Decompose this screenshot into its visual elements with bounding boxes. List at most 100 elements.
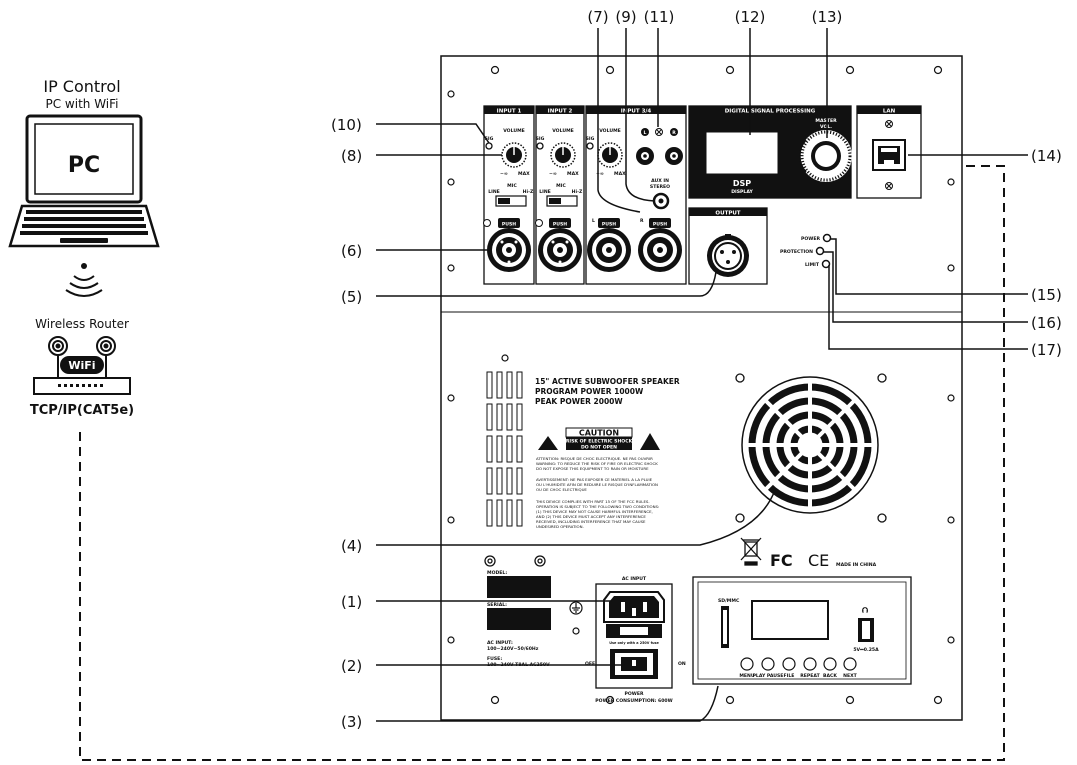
input-2-title: INPUT 2 — [548, 109, 573, 115]
callout-16: (16) — [1031, 314, 1062, 332]
input-3-label-l: L — [592, 218, 595, 224]
lan-title: LAN — [883, 109, 896, 115]
master-volume-knob[interactable] — [799, 130, 852, 182]
limit-led-label: LIMIT — [805, 262, 820, 268]
input-2-sig-label: SIG — [536, 136, 545, 142]
aux-in-label: AUX IN — [651, 178, 669, 184]
input-1-title: INPUT 1 — [497, 109, 522, 115]
callout-14: (14) — [1031, 147, 1062, 165]
input-3-4-volume-knob[interactable] — [597, 142, 623, 168]
rj45-ethernet-port[interactable] — [872, 139, 906, 171]
input-2-mode-switch[interactable] — [546, 195, 578, 207]
media-buttons — [740, 657, 857, 671]
input-2-combo-jack[interactable]: PUSH — [535, 218, 583, 272]
input-3-combo-jack[interactable]: PUSH — [587, 218, 631, 272]
media-player-module: SD/MMC ⮉ 5V⎓0.25A MENU PLAY PAUSE FILE R… — [692, 576, 912, 685]
input-2-volume-knob[interactable] — [550, 142, 576, 168]
spec-text-block: 15" ACTIVE SUBWOOFER SPEAKER PROGRAM POW… — [535, 377, 680, 529]
input-2-line-label: LINE — [539, 189, 551, 195]
input-3-push-label: PUSH — [602, 222, 616, 228]
keyboard-icon — [20, 210, 148, 243]
callout-10: (10) — [331, 116, 362, 134]
spec-line-2: PROGRAM POWER 1000W — [535, 387, 644, 396]
media-display-screen — [751, 600, 829, 640]
repeat-button[interactable] — [803, 657, 817, 671]
power-led-label: POWER — [801, 236, 820, 242]
input-3-4-sig-label: SIG — [586, 136, 595, 142]
warning-line-1: ATTENTION: RISQUE DE CHOC ELECTRIQUE. NE… — [536, 456, 653, 461]
exclamation-warning-icon — [640, 433, 660, 450]
output-title: OUTPUT — [715, 211, 740, 217]
ac-input-label: AC INPUT: — [487, 640, 513, 646]
input-1-push-label: PUSH — [502, 222, 516, 228]
fcc-line-3: (1) THIS DEVICE MAY NOT CAUSE HARMFUL IN… — [536, 509, 653, 514]
input-3-4-volume-label: VOLUME — [599, 128, 621, 134]
ip-control-block: IP Control PC with WiFi PC Wireless Rout… — [8, 77, 160, 418]
input-1-combo-jack[interactable]: PUSH — [483, 218, 532, 272]
certification-marks: FC CE MADE IN CHINA — [740, 537, 877, 570]
master-label: MASTER — [815, 118, 837, 124]
output-module: OUTPUT — [688, 207, 768, 285]
master-vol-label: VOL. — [820, 124, 832, 130]
input-4-combo-jack[interactable]: PUSH — [638, 218, 682, 272]
input-2-hiz-label: Hi-Z — [572, 189, 583, 195]
callout-1: (1) — [341, 593, 362, 611]
router-icon: WiFi — [33, 336, 131, 395]
ac-input-value: 100~240V~50/60Hz — [487, 646, 539, 652]
input-1-sig-label: SIG — [485, 136, 494, 142]
output-xlr-jack[interactable] — [707, 234, 749, 277]
input-3-4-min-label: −∞ — [596, 172, 604, 177]
play-pause-button[interactable] — [761, 657, 775, 671]
callout-4: (4) — [341, 537, 362, 555]
rca-right-jack[interactable]: R — [665, 128, 683, 165]
model-plate — [487, 576, 551, 598]
callout-7: (7) — [587, 8, 608, 26]
dsp-module: DIGITAL SIGNAL PROCESSING DSP DISPLAY MA… — [688, 105, 852, 199]
input-3-4-signal-led — [586, 142, 594, 150]
dsp-header-label: DIGITAL SIGNAL PROCESSING — [725, 109, 816, 115]
limit-led — [821, 259, 831, 269]
pc-screen-label: PC — [68, 153, 100, 178]
tcp-ip-label: TCP/IP(CAT5e) — [30, 403, 134, 418]
serial-label: SERIAL: — [487, 602, 507, 608]
usb-rating-label: 5V⎓0.25A — [853, 647, 879, 653]
lan-module: LAN — [856, 105, 922, 199]
input-2-min-label: −∞ — [549, 172, 557, 177]
rca-left-label: L — [644, 130, 647, 136]
aux-in-stereo-jack[interactable] — [652, 192, 670, 210]
rca-left-jack[interactable]: L — [636, 128, 654, 165]
power-rocker-switch[interactable] — [610, 649, 658, 679]
spec-line-1: 15" ACTIVE SUBWOOFER SPEAKER — [535, 377, 680, 386]
input-2-module: INPUT 2 VOLUME SIG −∞ MAX MIC LINE Hi-Z … — [535, 105, 585, 285]
menu-button[interactable] — [740, 657, 754, 671]
input-1-min-label: −∞ — [500, 172, 508, 177]
sdmmc-label: SD/MMC — [718, 598, 740, 604]
callout-3: (3) — [341, 713, 362, 731]
dsp-display-label: DISPLAY — [731, 189, 753, 195]
dsp-label: DSP — [733, 179, 751, 188]
file-button[interactable] — [782, 657, 796, 671]
cooling-fan-grille — [735, 373, 887, 523]
next-button[interactable] — [843, 657, 857, 671]
repeat-button-label: REPEAT — [800, 673, 820, 679]
input-1-mode-switch[interactable] — [495, 195, 527, 207]
status-leds: POWER PROTECTION LIMIT — [780, 233, 832, 269]
back-button-label: BACK — [823, 673, 837, 679]
callout-11: (11) — [644, 8, 675, 26]
back-button[interactable] — [823, 657, 837, 671]
next-button-label: NEXT — [843, 673, 858, 679]
fuse-holder[interactable]: Use only with a 250V fuse — [606, 624, 662, 645]
warning-line-2: WARNING: TO REDUCE THE RISK OF FIRE OR E… — [536, 461, 658, 466]
fcc-line-2: OPERATION IS SUBJECT TO THE FOLLOWING TW… — [536, 504, 659, 509]
fcc-line-6: UNDESIRED OPERATION. — [536, 524, 584, 529]
usb-port[interactable] — [858, 618, 874, 642]
callout-8: (8) — [341, 147, 362, 165]
input-1-volume-knob[interactable] — [501, 142, 527, 168]
sd-card-slot[interactable] — [721, 606, 729, 648]
aux-stereo-label: STEREO — [650, 184, 670, 190]
caution-label: CAUTION RISK OF ELECTRIC SHOCK DO NOT OP… — [538, 427, 660, 451]
input-1-line-label: LINE — [488, 189, 500, 195]
earth-ground-icon — [569, 601, 583, 615]
iec-power-inlet[interactable] — [603, 591, 665, 623]
input-2-volume-label: VOLUME — [552, 128, 574, 134]
